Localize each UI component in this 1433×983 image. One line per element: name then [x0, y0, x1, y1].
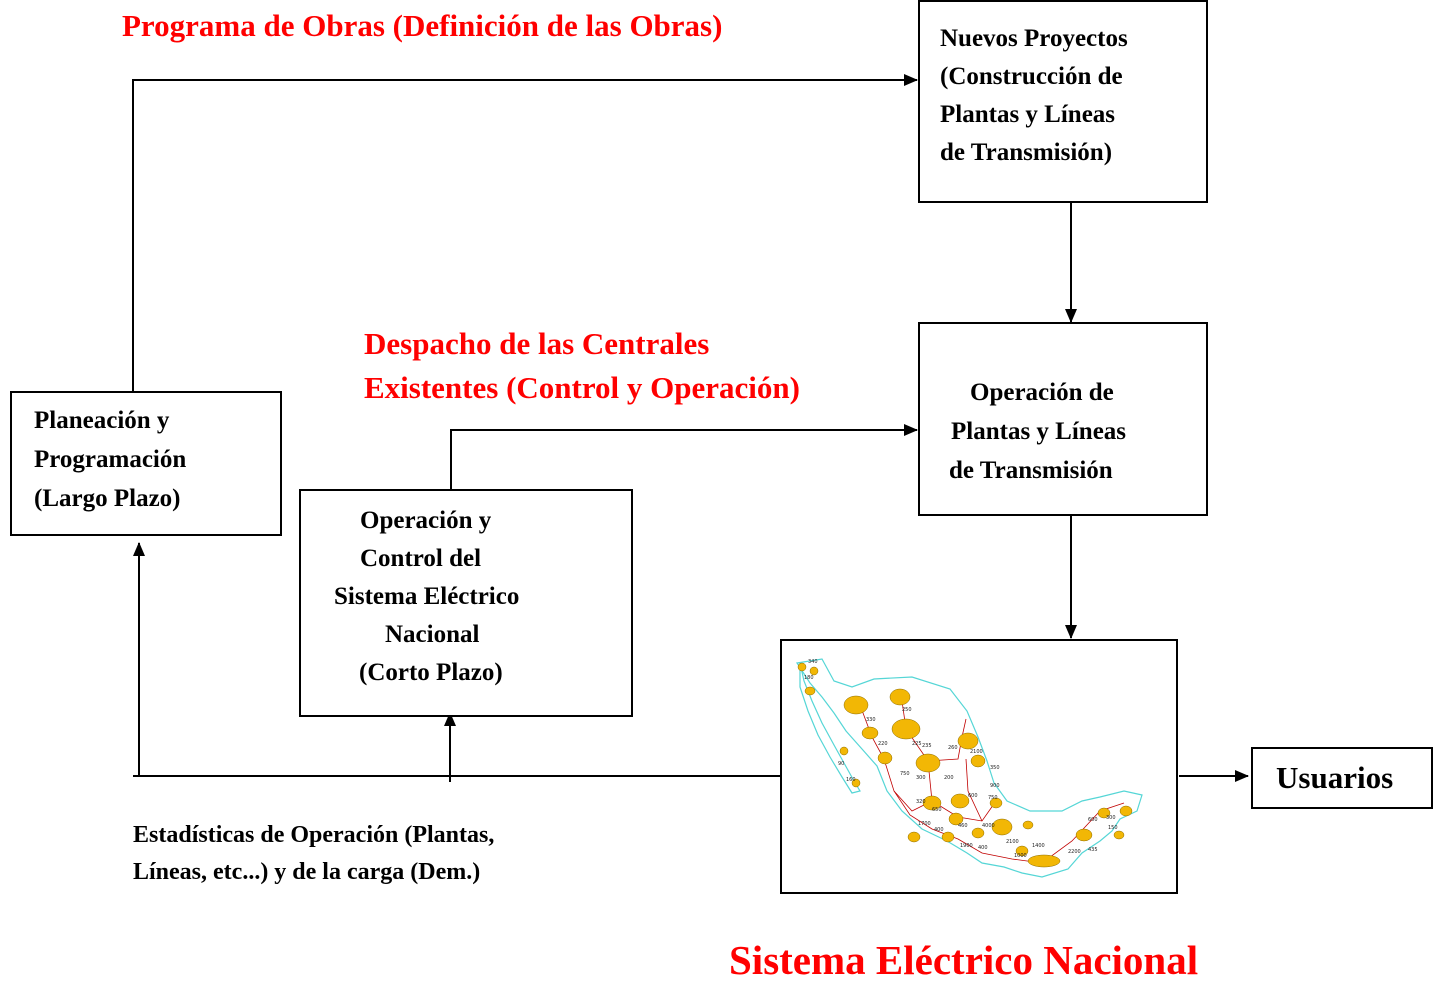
nuevos-proyectos-line: (Construcción de — [940, 63, 1123, 90]
planeacion-line: Programación — [34, 446, 187, 473]
operacion-plantas-line: Operación de — [970, 379, 1114, 406]
sistema-electrico-nacional-title: Sistema Eléctrico Nacional — [729, 937, 1199, 983]
mexico-grid-map: 340 180 330 220 250 225 235 260 2100 350 900 750… — [795, 658, 1143, 878]
svg-text:460: 460 — [958, 823, 968, 829]
svg-text:300: 300 — [916, 775, 926, 781]
svg-text:225: 225 — [912, 741, 922, 747]
svg-text:650: 650 — [932, 807, 942, 813]
nuevos-proyectos-box — [918, 0, 1208, 203]
operacion-control-line: Sistema Eléctrico — [334, 583, 520, 610]
svg-text:1900: 1900 — [960, 843, 973, 849]
svg-text:235: 235 — [922, 743, 932, 749]
svg-text:150: 150 — [1108, 825, 1118, 831]
svg-text:180: 180 — [804, 675, 814, 681]
svg-text:2100: 2100 — [1006, 839, 1019, 845]
despacho-label-line1: Despacho de las Centrales — [364, 326, 710, 361]
arrow-planeacion-to-nuevos-proyectos — [132, 74, 918, 391]
planeacion-line: (Largo Plazo) — [34, 485, 181, 512]
map-annotations: 340 180 330 220 250 225 235 260 2100 350 900 750… — [804, 659, 1118, 859]
svg-text:300: 300 — [1106, 815, 1116, 821]
svg-text:260: 260 — [948, 745, 958, 751]
svg-text:320: 320 — [916, 799, 926, 805]
arrow-control-to-operacion — [450, 424, 918, 489]
usuarios-label: Usuarios — [1276, 760, 1394, 795]
svg-text:900: 900 — [990, 783, 1000, 789]
svg-text:1400: 1400 — [1032, 843, 1045, 849]
usuarios-box — [1251, 747, 1433, 809]
despacho-label-line2: Existentes (Control y Operación) — [364, 370, 800, 405]
svg-text:160: 160 — [846, 777, 856, 783]
svg-text:330: 330 — [866, 717, 876, 723]
svg-text:340: 340 — [808, 659, 818, 665]
nuevos-proyectos-line: Nuevos Proyectos — [940, 25, 1128, 52]
svg-text:1700: 1700 — [918, 821, 931, 827]
svg-text:750: 750 — [900, 771, 910, 777]
nuevos-proyectos-line: de Transmisión) — [940, 139, 1113, 166]
baja-california-outline — [799, 662, 861, 794]
map-regions — [797, 662, 1133, 868]
svg-text:200: 200 — [944, 775, 954, 781]
nuevos-proyectos-line: Plantas y Líneas — [940, 101, 1116, 128]
svg-text:400: 400 — [978, 845, 988, 851]
planeacion-box — [10, 391, 282, 536]
svg-text:2200: 2200 — [1068, 849, 1081, 855]
operacion-control-line: Nacional — [385, 621, 480, 648]
operacion-control-line: (Corto Plazo) — [359, 659, 503, 686]
svg-text:4000: 4000 — [982, 823, 995, 829]
operacion-control-box — [299, 489, 633, 717]
svg-text:600: 600 — [968, 793, 978, 799]
svg-text:600: 600 — [1088, 817, 1098, 823]
operacion-plantas-box — [918, 322, 1208, 516]
operacion-control-line: Operación y — [360, 507, 492, 534]
svg-text:350: 350 — [990, 765, 1000, 771]
operacion-control-line: Control del — [360, 545, 482, 572]
planeacion-line: Planeación y — [34, 407, 170, 434]
operacion-plantas-line: de Transmisión — [949, 457, 1113, 484]
estadisticas-line1: Estadísticas de Operación (Plantas, — [133, 822, 495, 848]
svg-text:90: 90 — [838, 761, 844, 767]
estadisticas-line2: Líneas, etc...) y de la carga (Dem.) — [133, 859, 481, 885]
svg-text:750: 750 — [988, 795, 998, 801]
svg-text:400: 400 — [934, 827, 944, 833]
programa-obras-label: Programa de Obras (Definición de las Obr… — [122, 8, 723, 43]
svg-text:250: 250 — [902, 707, 912, 713]
svg-text:1000: 1000 — [1014, 853, 1027, 859]
svg-text:435: 435 — [1088, 847, 1098, 853]
svg-text:220: 220 — [878, 741, 888, 747]
mexico-outline — [795, 658, 1143, 878]
operacion-plantas-line: Plantas y Líneas — [951, 418, 1127, 445]
svg-text:2100: 2100 — [970, 749, 983, 755]
